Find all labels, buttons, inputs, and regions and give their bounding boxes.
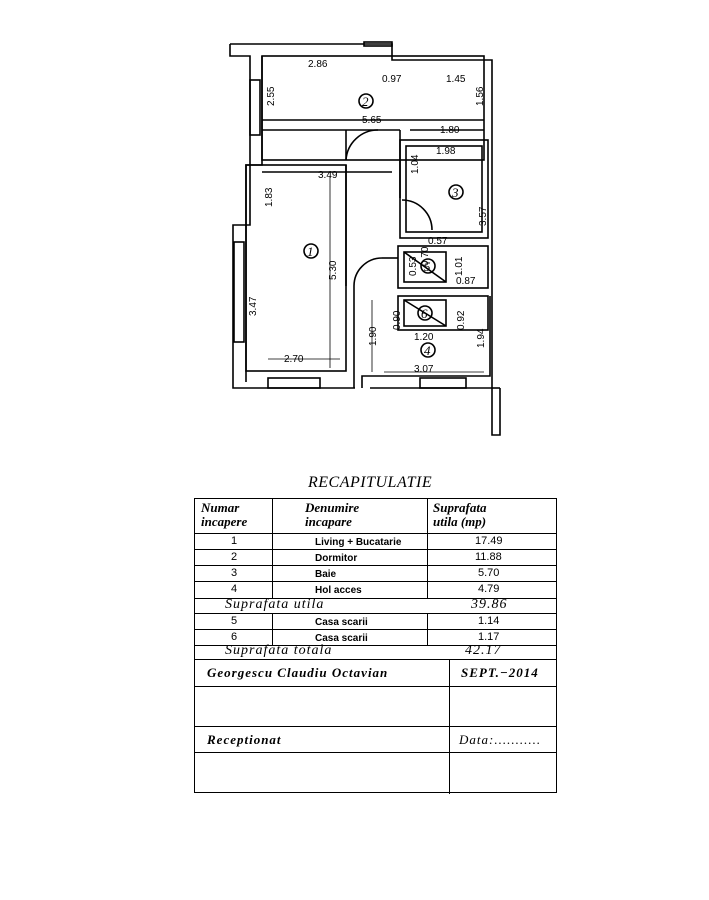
- row-nr: 2: [231, 551, 238, 563]
- door-arc-room2: [345, 129, 379, 161]
- dim-label: 3.57: [478, 206, 489, 226]
- door-arc-room1: [353, 257, 383, 287]
- row-nr: 1: [231, 535, 238, 547]
- stair-6-box: [397, 295, 489, 331]
- dim-label: 2.70: [284, 354, 304, 365]
- row-area: 17.49: [475, 535, 503, 547]
- dim-label: 0.53: [408, 256, 419, 276]
- dim-label: 1.98: [436, 146, 456, 157]
- row-name: Baie: [315, 569, 337, 580]
- row-area: 1.14: [478, 615, 500, 627]
- row-area: 5.70: [478, 567, 500, 579]
- row-name: Casa scarii: [315, 617, 368, 628]
- utila-value: 39.86: [471, 597, 508, 612]
- room-number: 2: [362, 94, 369, 109]
- dim-label: 1.56: [475, 86, 486, 106]
- room-number: 3: [451, 185, 459, 200]
- room-number: 1: [307, 244, 314, 259]
- dim-label: 1.94: [476, 328, 487, 348]
- dim-label: 3.49: [318, 170, 338, 181]
- door-arc-room3: [401, 199, 433, 231]
- data-label: Data:...........: [459, 732, 542, 747]
- dim-label: 0.57: [428, 236, 448, 247]
- recap-title: RECAPITULATIE: [308, 474, 433, 491]
- dim-label: 0.70: [420, 246, 431, 266]
- dim-label: 1.83: [264, 187, 275, 207]
- outer-wall-left: [229, 44, 355, 389]
- room-2-outline: [261, 55, 485, 161]
- dim-label: 0.90: [392, 310, 403, 330]
- totala-label: Suprafata totala: [225, 643, 333, 658]
- receptionat-label: Receptionat: [207, 732, 282, 747]
- dim-label: 5.65: [362, 115, 382, 126]
- dim-label: 1.45: [446, 74, 466, 85]
- dim-label: 0.97: [382, 74, 402, 85]
- room-number: 4: [424, 343, 431, 358]
- date-text: SEPT.−2014: [461, 665, 539, 680]
- dim-label: 1.80: [440, 125, 460, 136]
- dim-label: 1.20: [414, 332, 434, 343]
- dim-label: 3.07: [414, 364, 434, 375]
- row-nr: 6: [231, 631, 238, 643]
- utila-label: Suprafata utila: [225, 597, 325, 612]
- stair-5-box: [397, 245, 489, 289]
- dim-label: 0.92: [456, 310, 467, 330]
- dim-label: 2.55: [266, 86, 277, 106]
- dim-label: 1.04: [410, 154, 421, 174]
- row-area: 1.17: [478, 631, 500, 643]
- dim-label: 0.87: [456, 276, 476, 287]
- row-name: Hol acces: [315, 585, 362, 596]
- recap-table: Numar incapere Denumire incapare Suprafa…: [194, 498, 557, 794]
- room-number: 5: [424, 259, 431, 274]
- dim-label: 2.86: [308, 59, 328, 70]
- dim-label: 3.47: [248, 296, 259, 316]
- row-nr: 4: [231, 583, 238, 595]
- dim-label: 1.01: [454, 256, 465, 276]
- dim-label: 5.30: [328, 260, 339, 280]
- author-name: Georgescu Claudiu Octavian: [207, 665, 389, 680]
- header-numar: Numar incapere: [201, 500, 248, 529]
- row-area: 4.79: [478, 583, 500, 595]
- row-nr: 3: [231, 567, 238, 579]
- row-area: 11.88: [475, 551, 502, 563]
- room-number: 6: [421, 306, 428, 321]
- header-suprafata: Suprafata utila (mp): [433, 500, 487, 529]
- header-denumire: Denumire incapare: [305, 500, 360, 529]
- dim-label: 1.90: [368, 326, 379, 346]
- totala-value: 42.17: [465, 643, 502, 658]
- row-name: Dormitor: [315, 553, 358, 564]
- floor-plan: 2.86 0.97 1.45 2.55 1.56 5.65 1.80 1.98 …: [229, 41, 501, 436]
- row-name: Living + Bucatarie: [315, 537, 402, 548]
- row-nr: 5: [231, 615, 238, 627]
- row-name: Casa scarii: [315, 633, 368, 644]
